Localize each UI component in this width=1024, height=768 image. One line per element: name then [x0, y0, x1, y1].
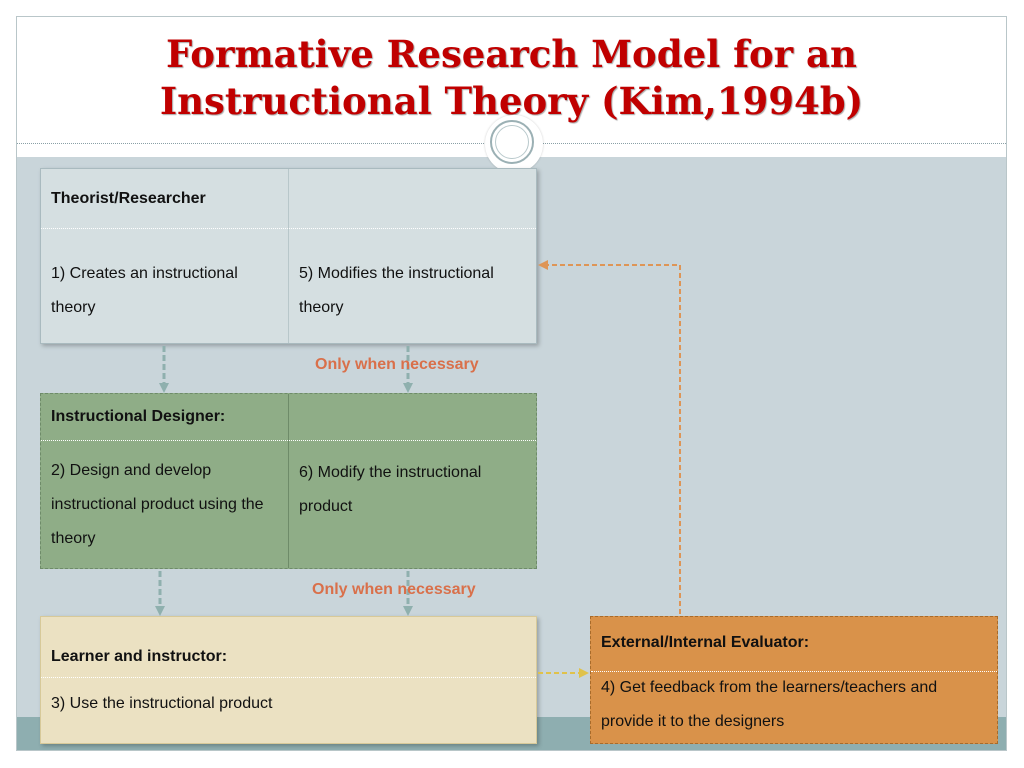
evaluator-header: External/Internal Evaluator: — [601, 634, 810, 651]
theorist-header: Theorist/Researcher — [51, 190, 206, 207]
designer-step-2: 2) Design and develop instructional prod… — [51, 462, 264, 547]
designer-box: Instructional Designer: 2) Design and de… — [40, 393, 537, 569]
arrow-evaluator-to-theorist — [538, 260, 681, 614]
theorist-box: Theorist/Researcher 1) Creates an instru… — [40, 168, 537, 344]
slide-title: Formative Research Model for an Instruct… — [17, 31, 1006, 125]
learner-row-divider — [41, 677, 536, 678]
learner-header: Learner and instructor: — [51, 648, 228, 665]
evaluator-step-4: 4) Get feedback from the learners/teache… — [601, 679, 938, 730]
title-line-1: Formative Research Model for an — [166, 32, 857, 76]
designer-step-6: 6) Modify the instructional product — [299, 464, 482, 515]
designer-header: Instructional Designer: — [51, 408, 226, 425]
evaluator-box: External/Internal Evaluator: 4) Get feed… — [590, 616, 998, 744]
theorist-column-divider — [288, 169, 289, 343]
only-when-necessary-note-2: Only when necessary — [312, 581, 476, 598]
learner-box: Learner and instructor: 3) Use the instr… — [40, 616, 537, 744]
learner-step-3: 3) Use the instructional product — [51, 695, 273, 712]
only-when-necessary-note-1: Only when necessary — [315, 356, 479, 373]
designer-column-divider — [288, 394, 289, 568]
evaluator-row-divider — [591, 671, 997, 672]
theorist-step-5: 5) Modifies the instructional theory — [299, 265, 494, 316]
theorist-step-1: 1) Creates an instructional theory — [51, 265, 238, 316]
circle-ornament — [485, 115, 543, 173]
